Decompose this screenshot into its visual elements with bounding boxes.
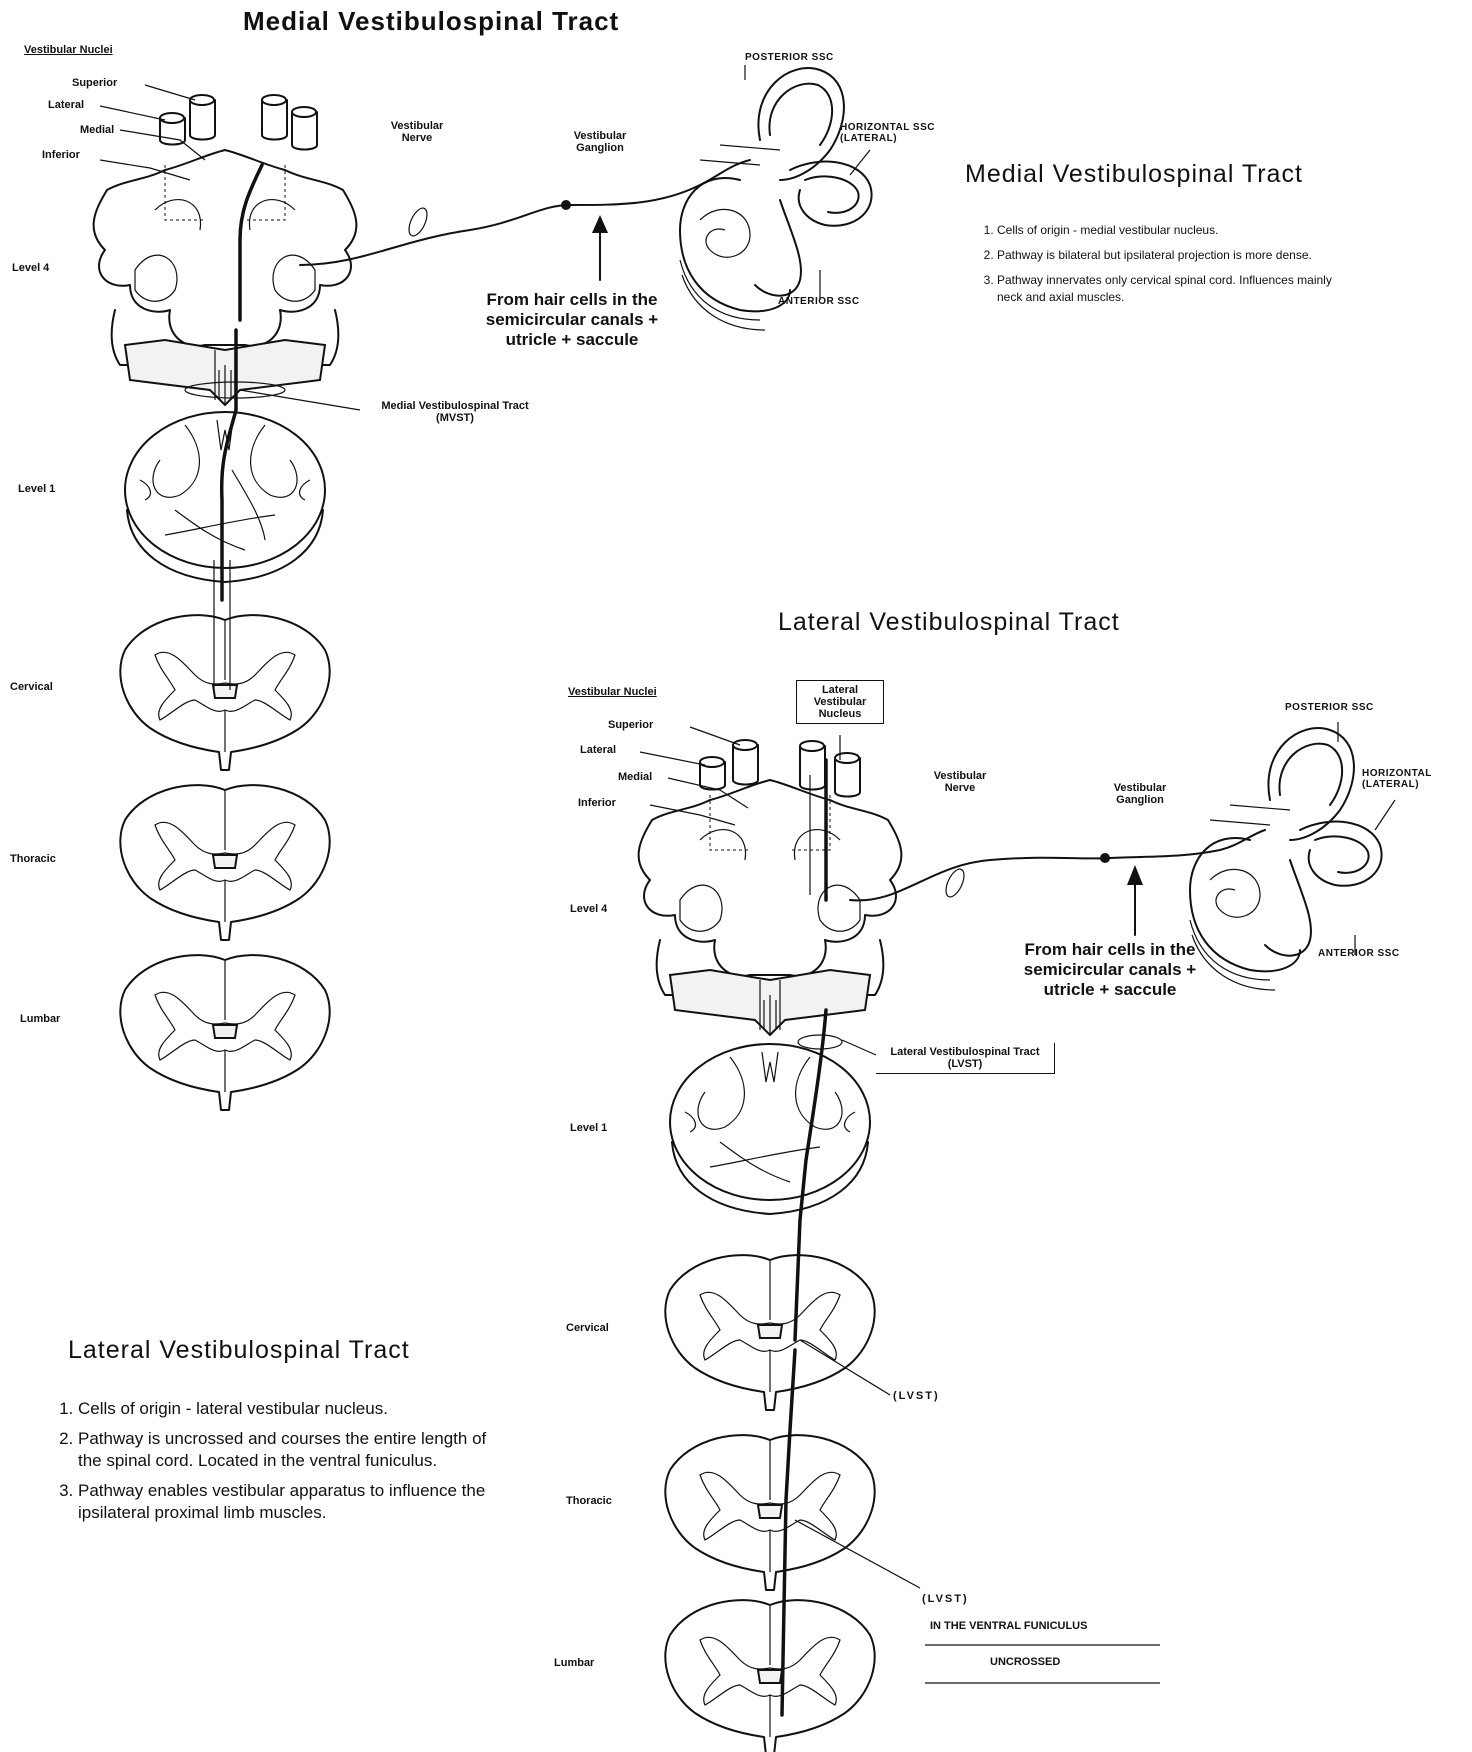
- lateral-tract-fibers: [782, 760, 826, 1715]
- medial-ganglion-label: Vestibular Ganglion: [565, 130, 635, 154]
- medial-nuclei-heading: Vestibular Nuclei: [24, 44, 113, 56]
- lateral-tract-label: Lateral Vestibulospinal Tract (LVST): [876, 1043, 1055, 1074]
- medial-level-lumbar: Lumbar: [20, 1013, 60, 1025]
- lateral-nucleus-medial: Medial: [618, 771, 652, 783]
- medial-nucleus-medial: Medial: [80, 124, 114, 136]
- lateral-level-thoracic: Thoracic: [566, 1495, 612, 1507]
- lateral-nucleus-inferior: Inferior: [578, 797, 616, 809]
- lateral-note-3: Pathway enables vestibular apparatus to …: [78, 1480, 506, 1524]
- medial-notes: Cells of origin - medial vestibular nucl…: [975, 222, 1355, 314]
- medial-nerve: [300, 160, 750, 280]
- lateral-anterior-ssc: ANTERIOR SSC: [1318, 948, 1400, 959]
- medial-posterior-ssc: POSTERIOR SSC: [745, 52, 834, 63]
- lateral-level-lumbar: Lumbar: [554, 1657, 594, 1669]
- lateral-figure-title: Lateral Vestibulospinal Tract: [778, 608, 1120, 637]
- lateral-nerve-label: Vestibular Nerve: [925, 770, 995, 794]
- medial-nuclei-cylinders: [160, 95, 317, 150]
- lateral-nucleus-box: Lateral Vestibular Nucleus: [796, 680, 884, 724]
- lateral-level-1: Level 1: [570, 1122, 607, 1134]
- medial-level-1: Level 1: [18, 483, 55, 495]
- lateral-notes: Cells of origin - lateral vestibular nuc…: [56, 1398, 506, 1532]
- lateral-note-1: Cells of origin - lateral vestibular nuc…: [78, 1398, 506, 1420]
- medial-nucleus-superior: Superior: [72, 77, 117, 89]
- lateral-notes-title: Lateral Vestibulospinal Tract: [68, 1336, 410, 1365]
- lateral-nucleus-superior: Superior: [608, 719, 653, 731]
- lateral-lvst-label-2: (LVST): [922, 1593, 969, 1605]
- medial-tract-fibers: [214, 165, 265, 690]
- lateral-ganglion-label: Vestibular Ganglion: [1100, 782, 1180, 806]
- medial-hair-cells-label: From hair cells in the semicircular cana…: [462, 290, 682, 350]
- medial-level-4: Level 4: [12, 262, 49, 274]
- medial-horizontal-ssc: HORIZONTAL SSC (LATERAL): [840, 122, 950, 144]
- lateral-lvst-label-1: (LVST): [893, 1390, 940, 1402]
- lateral-funiculus-label-2: UNCROSSED: [990, 1656, 1060, 1668]
- lateral-nucleus-lateral: Lateral: [580, 744, 616, 756]
- lateral-posterior-ssc: POSTERIOR SSC: [1285, 702, 1374, 713]
- lateral-horizontal-ssc: HORIZONTAL (LATERAL): [1362, 768, 1457, 790]
- lateral-level-4: Level 4: [570, 903, 607, 915]
- lateral-brainstem-section: [639, 780, 902, 1035]
- medial-note-3: Pathway innervates only cervical spinal …: [997, 272, 1355, 306]
- medial-nerve-label: Vestibular Nerve: [385, 120, 449, 144]
- medial-level-cervical: Cervical: [10, 681, 53, 693]
- lateral-level-cervical: Cervical: [566, 1322, 609, 1334]
- medial-note-2: Pathway is bilateral but ipsilateral pro…: [997, 247, 1355, 264]
- medial-note-1: Cells of origin - medial vestibular nucl…: [997, 222, 1355, 239]
- lateral-funiculus-label-1: IN THE VENTRAL FUNICULUS: [930, 1620, 1087, 1632]
- medial-level-thoracic: Thoracic: [10, 853, 56, 865]
- lateral-note-2: Pathway is uncrossed and courses the ent…: [78, 1428, 506, 1472]
- medial-nucleus-lateral: Lateral: [48, 99, 84, 111]
- medial-tract-label: Medial Vestibulospinal Tract (MVST): [365, 400, 545, 424]
- lateral-spinal-levels: [665, 1044, 874, 1752]
- lateral-nuclei-cylinders: [700, 740, 860, 797]
- medial-figure-title: Medial Vestibulospinal Tract: [243, 6, 619, 37]
- medial-nucleus-inferior: Inferior: [42, 149, 80, 161]
- medial-anterior-ssc: ANTERIOR SSC: [778, 296, 860, 307]
- medial-spinal-levels: [120, 412, 329, 1110]
- lateral-hair-cells-label: From hair cells in the semicircular cana…: [1000, 940, 1220, 1000]
- medial-labyrinth: [680, 65, 872, 330]
- medial-brainstem-section: [94, 150, 357, 405]
- lateral-nerve: [850, 830, 1265, 935]
- lateral-nuclei-heading: Vestibular Nuclei: [568, 686, 657, 698]
- medial-notes-title: Medial Vestibulospinal Tract: [965, 160, 1303, 189]
